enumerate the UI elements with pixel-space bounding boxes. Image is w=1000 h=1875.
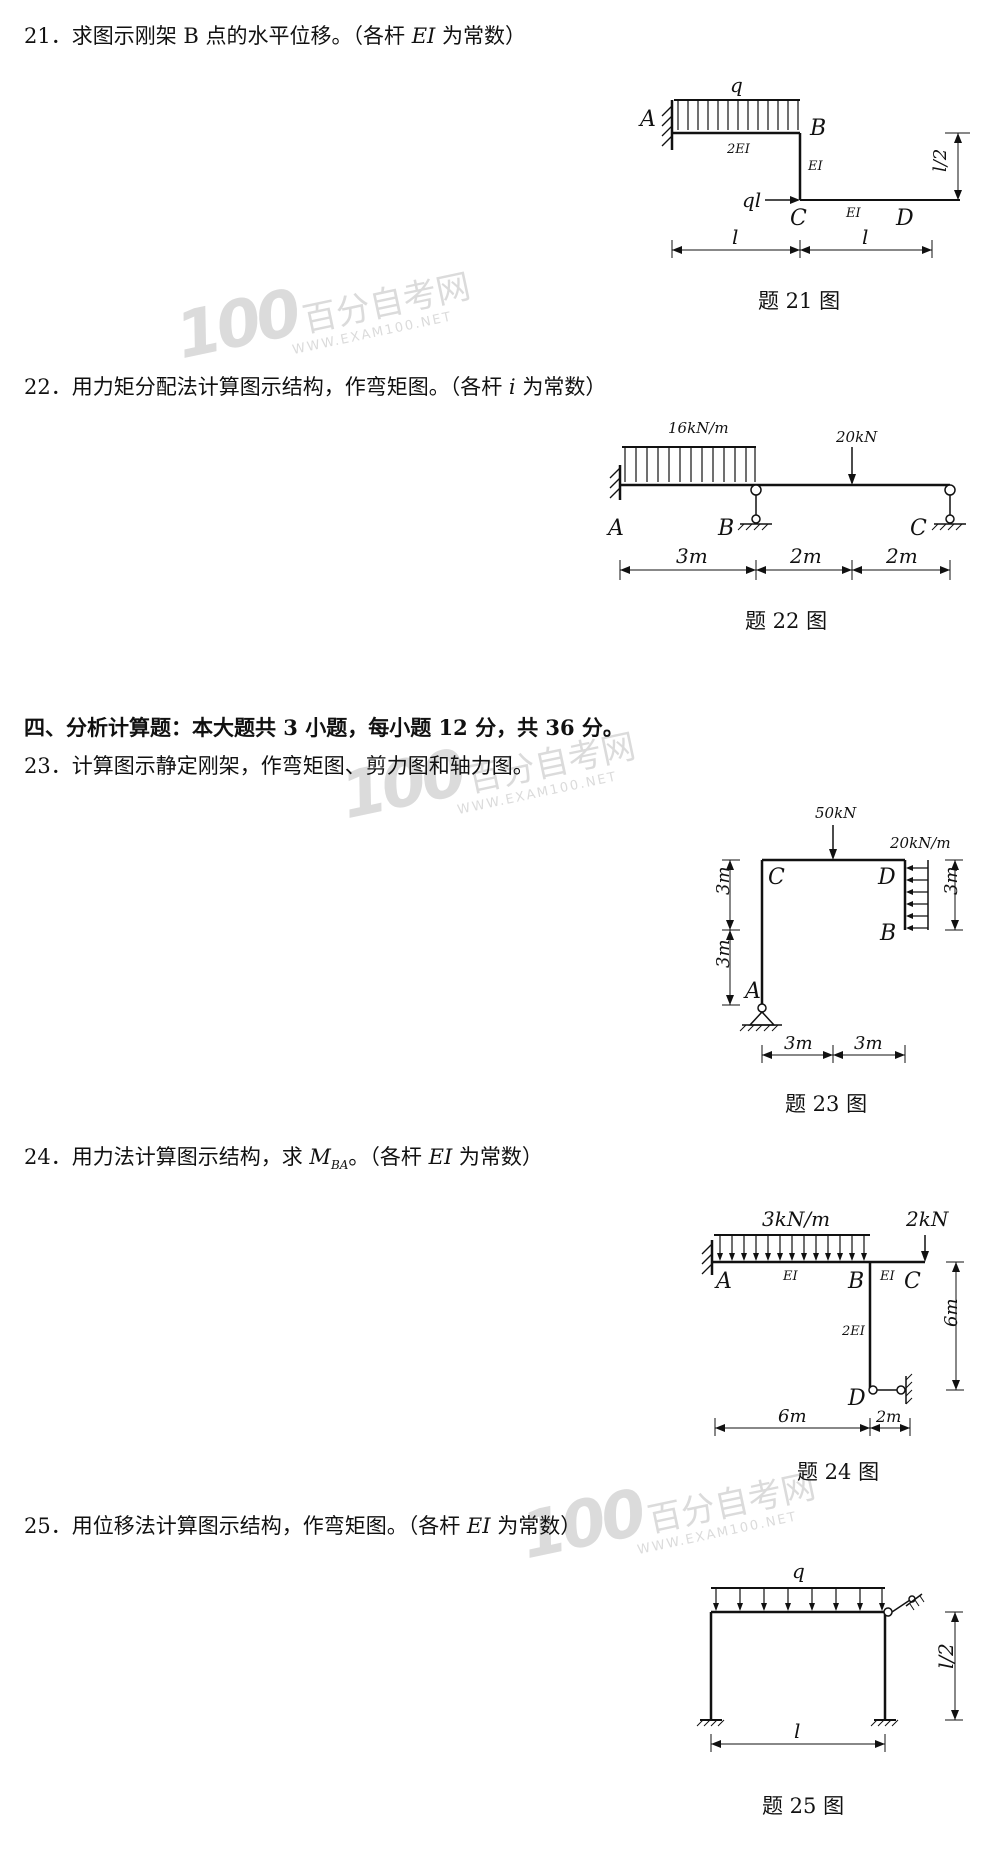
- fig22-label-b: B: [717, 516, 734, 541]
- question-subscript: BA: [330, 1158, 349, 1173]
- question-21: 21．求图示刚架 B 点的水平位移。（各杆 EI 为常数）: [24, 22, 526, 50]
- fig23-label-d: D: [877, 865, 896, 890]
- fig23-dim-v3: 3m: [941, 866, 962, 895]
- caption-21: 题 21 图: [758, 289, 841, 313]
- fig21-ei-cd: EI: [845, 206, 861, 221]
- question-var: i: [508, 375, 516, 399]
- fig24-dim-h2: 2m: [875, 1407, 901, 1426]
- fig23-dim-v2: 3m: [713, 939, 734, 968]
- question-text: 用力矩分配法计算图示结构，作弯矩图。（各杆: [71, 375, 509, 399]
- question-tail-2: 为常数）: [452, 1145, 543, 1169]
- fig22-load: 16kN/m: [668, 419, 729, 437]
- fig24-ei-bc: EI: [879, 1269, 895, 1284]
- fig25-dim-h: l: [794, 1719, 800, 1743]
- question-number: 24．: [24, 1145, 72, 1169]
- question-var: EI: [411, 24, 436, 48]
- fig21-label-a: A: [638, 107, 656, 132]
- fig23-dim-h1: 3m: [784, 1033, 813, 1054]
- question-text: 计算图示静定刚架，作弯矩图、剪力图和轴力图。: [71, 754, 534, 778]
- question-var: M: [309, 1145, 331, 1169]
- fig21-label-d: D: [895, 206, 914, 231]
- fig24-label-a: A: [714, 1269, 732, 1294]
- fig24-dim-h1: 6m: [778, 1406, 807, 1427]
- fig24-point: 2kN: [905, 1207, 950, 1231]
- fig22-label-c: C: [910, 516, 927, 541]
- watermark: 100 百分自考网 WWW.EXAM100.NET: [170, 240, 477, 381]
- question-var-2: EI: [428, 1145, 453, 1169]
- fig24-label-c: C: [904, 1269, 921, 1294]
- fig21-ei-ab: 2EI: [726, 142, 751, 157]
- fig23-dim-h2: 3m: [854, 1033, 883, 1054]
- caption-25: 题 25 图: [762, 1794, 845, 1818]
- fig21-label-b: B: [809, 116, 826, 141]
- fig25-dim-v: l/2: [934, 1643, 958, 1669]
- fig24-dim-v: 6m: [941, 1298, 962, 1327]
- question-text: 求图示刚架 B 点的水平位移。（各杆: [71, 24, 412, 48]
- question-25: 25．用位移法计算图示结构，作弯矩图。（各杆 EI 为常数）: [24, 1512, 581, 1540]
- fig24-label-b: B: [847, 1269, 864, 1294]
- question-var: EI: [466, 1514, 491, 1538]
- fig22-label-a: A: [606, 516, 624, 541]
- caption-24: 题 24 图: [797, 1460, 880, 1484]
- question-text: 用位移法计算图示结构，作弯矩图。（各杆: [71, 1514, 467, 1538]
- fig21-ei-bc: EI: [807, 159, 823, 174]
- fig23-label-a: A: [743, 979, 761, 1004]
- question-number: 25．: [24, 1514, 72, 1538]
- fig23-point: 50kN: [815, 804, 857, 822]
- question-tail: 。（各杆: [348, 1145, 429, 1169]
- fig21-force: ql: [742, 188, 761, 212]
- fig21-dim-2: l: [862, 225, 868, 249]
- question-tail: 为常数）: [435, 24, 527, 48]
- fig21-dim-1: l: [732, 225, 738, 249]
- fig24-ei-ab: EI: [782, 1269, 798, 1284]
- fig23-label-b: B: [879, 921, 896, 946]
- question-text: 用力法计算图示结构，求: [71, 1145, 310, 1169]
- question-number: 23．: [24, 754, 72, 778]
- fig21-label-c: C: [790, 206, 807, 231]
- question-tail: 为常数）: [515, 375, 607, 399]
- fig23-dim-v1: 3m: [713, 866, 734, 895]
- fig21-dim-v: l/2: [930, 149, 951, 172]
- section-heading: 四、分析计算题：本大题共 3 小题，每小题 12 分，共 36 分。: [24, 715, 624, 740]
- question-22: 22．用力矩分配法计算图示结构，作弯矩图。（各杆 i 为常数）: [24, 373, 606, 401]
- fig22-dim-2: 2m: [789, 544, 822, 568]
- fig22-point: 20kN: [835, 428, 878, 446]
- question-tail: 为常数）: [490, 1514, 582, 1538]
- fig21-load: q: [730, 73, 743, 97]
- question-23: 23．计算图示静定刚架，作弯矩图、剪力图和轴力图。: [24, 752, 534, 780]
- caption-23: 题 23 图: [785, 1092, 868, 1116]
- question-number: 21．: [24, 24, 72, 48]
- question-24: 24．用力法计算图示结构，求 MBA。（各杆 EI 为常数）: [24, 1143, 543, 1179]
- fig24-ei-bd: 2EI: [841, 1324, 866, 1339]
- fig22-dim-1: 3m: [676, 544, 708, 568]
- fig24-load: 3kN/m: [762, 1207, 830, 1231]
- fig23-label-c: C: [768, 865, 785, 890]
- fig24-label-d: D: [847, 1386, 866, 1411]
- fig22-dim-3: 2m: [885, 544, 918, 568]
- fig23-load: 20kN/m: [889, 834, 951, 852]
- question-number: 22．: [24, 375, 72, 399]
- fig25-load: q: [792, 1559, 805, 1583]
- watermark-logo: 100: [169, 276, 305, 375]
- watermark: 100 百分自考网 WWW.EXAM100.NET: [515, 1440, 822, 1581]
- caption-22: 题 22 图: [745, 609, 828, 633]
